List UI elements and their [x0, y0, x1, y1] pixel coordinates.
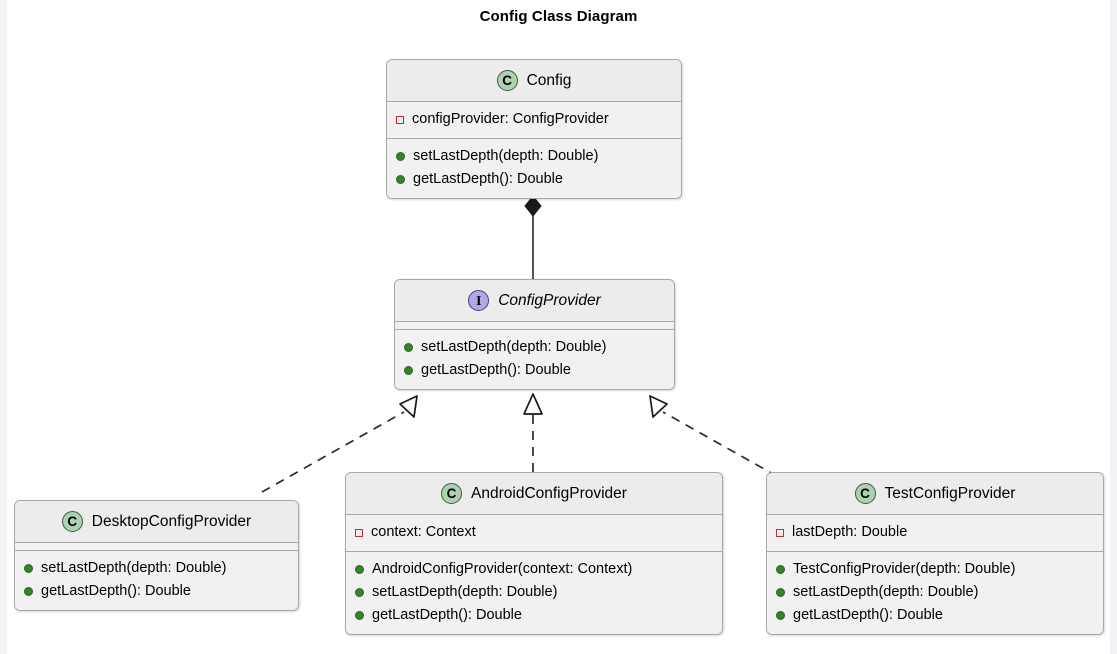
methods-compartment: AndroidConfigProvider(context: Context) …	[346, 552, 722, 634]
page-gutter-left	[0, 0, 7, 654]
class-icon: C	[496, 70, 518, 91]
class-box-androidconfigprovider[interactable]: C AndroidConfigProvider context: Context…	[345, 472, 723, 635]
class-name: Config	[526, 71, 572, 89]
public-visibility-icon	[24, 564, 33, 573]
class-header: C Config	[387, 60, 681, 102]
class-box-testconfigprovider[interactable]: C TestConfigProvider lastDepth: Double T…	[766, 472, 1104, 635]
method-label: setLastDepth(depth: Double)	[372, 584, 558, 600]
public-visibility-icon	[24, 587, 33, 596]
public-visibility-icon	[355, 611, 364, 620]
interface-name: ConfigProvider	[498, 291, 601, 309]
method-label: setLastDepth(depth: Double)	[421, 339, 607, 355]
public-visibility-icon	[355, 588, 364, 597]
method-row: setLastDepth(depth: Double)	[15, 557, 298, 580]
attributes-compartment: lastDepth: Double	[767, 515, 1103, 552]
methods-compartment: setLastDepth(depth: Double) getLastDepth…	[15, 551, 298, 610]
interface-icon: I	[468, 290, 490, 311]
method-row: getLastDepth(): Double	[387, 168, 681, 191]
method-row: setLastDepth(depth: Double)	[346, 581, 722, 604]
public-visibility-icon	[776, 588, 785, 597]
private-visibility-icon	[396, 115, 404, 124]
attributes-compartment: context: Context	[346, 515, 722, 552]
class-header: C TestConfigProvider	[767, 473, 1103, 515]
method-label: setLastDepth(depth: Double)	[41, 560, 227, 576]
method-row: setLastDepth(depth: Double)	[767, 581, 1103, 604]
class-icon: C	[61, 511, 83, 532]
attribute-label: context: Context	[371, 524, 476, 540]
method-label: getLastDepth(): Double	[372, 607, 522, 623]
class-header: C AndroidConfigProvider	[346, 473, 722, 515]
attribute-row: lastDepth: Double	[767, 521, 1103, 544]
method-row: setLastDepth(depth: Double)	[395, 336, 674, 359]
class-name: TestConfigProvider	[884, 484, 1016, 502]
method-label: getLastDepth(): Double	[413, 171, 563, 187]
private-visibility-icon	[355, 528, 363, 537]
public-visibility-icon	[396, 152, 405, 161]
relationship-realization-android-configprovider	[523, 393, 543, 472]
relationship-composition-config-configprovider	[524, 195, 542, 279]
private-visibility-icon	[776, 528, 784, 537]
page-title: Config Class Diagram	[479, 8, 638, 25]
method-row: getLastDepth(): Double	[15, 580, 298, 603]
attribute-row: configProvider: ConfigProvider	[387, 108, 681, 131]
method-label: getLastDepth(): Double	[41, 583, 191, 599]
attributes-compartment-empty	[395, 322, 674, 330]
method-label: getLastDepth(): Double	[421, 362, 571, 378]
public-visibility-icon	[776, 611, 785, 620]
method-row: setLastDepth(depth: Double)	[387, 145, 681, 168]
method-row: getLastDepth(): Double	[346, 604, 722, 627]
methods-compartment: setLastDepth(depth: Double) getLastDepth…	[387, 139, 681, 198]
method-row: AndroidConfigProvider(context: Context)	[346, 558, 722, 581]
attributes-compartment: configProvider: ConfigProvider	[387, 102, 681, 139]
interface-header: I ConfigProvider	[395, 280, 674, 322]
public-visibility-icon	[404, 343, 413, 352]
public-visibility-icon	[355, 565, 364, 574]
class-box-config[interactable]: C Config configProvider: ConfigProvider …	[386, 59, 682, 199]
public-visibility-icon	[776, 565, 785, 574]
attributes-compartment-empty	[15, 543, 298, 551]
methods-compartment: setLastDepth(depth: Double) getLastDepth…	[395, 330, 674, 389]
class-header: C DesktopConfigProvider	[15, 501, 298, 543]
attribute-row: context: Context	[346, 521, 722, 544]
method-label: setLastDepth(depth: Double)	[793, 584, 979, 600]
method-label: getLastDepth(): Double	[793, 607, 943, 623]
class-name: AndroidConfigProvider	[471, 484, 627, 502]
public-visibility-icon	[404, 366, 413, 375]
attribute-label: configProvider: ConfigProvider	[412, 111, 609, 127]
method-label: AndroidConfigProvider(context: Context)	[372, 561, 633, 577]
public-visibility-icon	[396, 175, 405, 184]
methods-compartment: TestConfigProvider(depth: Double) setLas…	[767, 552, 1103, 634]
class-icon: C	[441, 483, 463, 504]
method-row: TestConfigProvider(depth: Double)	[767, 558, 1103, 581]
class-icon: C	[854, 483, 876, 504]
method-label: TestConfigProvider(depth: Double)	[793, 561, 1016, 577]
page-gutter-right	[1110, 0, 1117, 654]
method-row: getLastDepth(): Double	[767, 604, 1103, 627]
class-box-desktopconfigprovider[interactable]: C DesktopConfigProvider setLastDepth(dep…	[14, 500, 299, 611]
method-row: getLastDepth(): Double	[395, 359, 674, 382]
method-label: setLastDepth(depth: Double)	[413, 148, 599, 164]
attribute-label: lastDepth: Double	[792, 524, 908, 540]
class-name: DesktopConfigProvider	[91, 512, 252, 530]
class-box-configprovider[interactable]: I ConfigProvider setLastDepth(depth: Dou…	[394, 279, 675, 390]
